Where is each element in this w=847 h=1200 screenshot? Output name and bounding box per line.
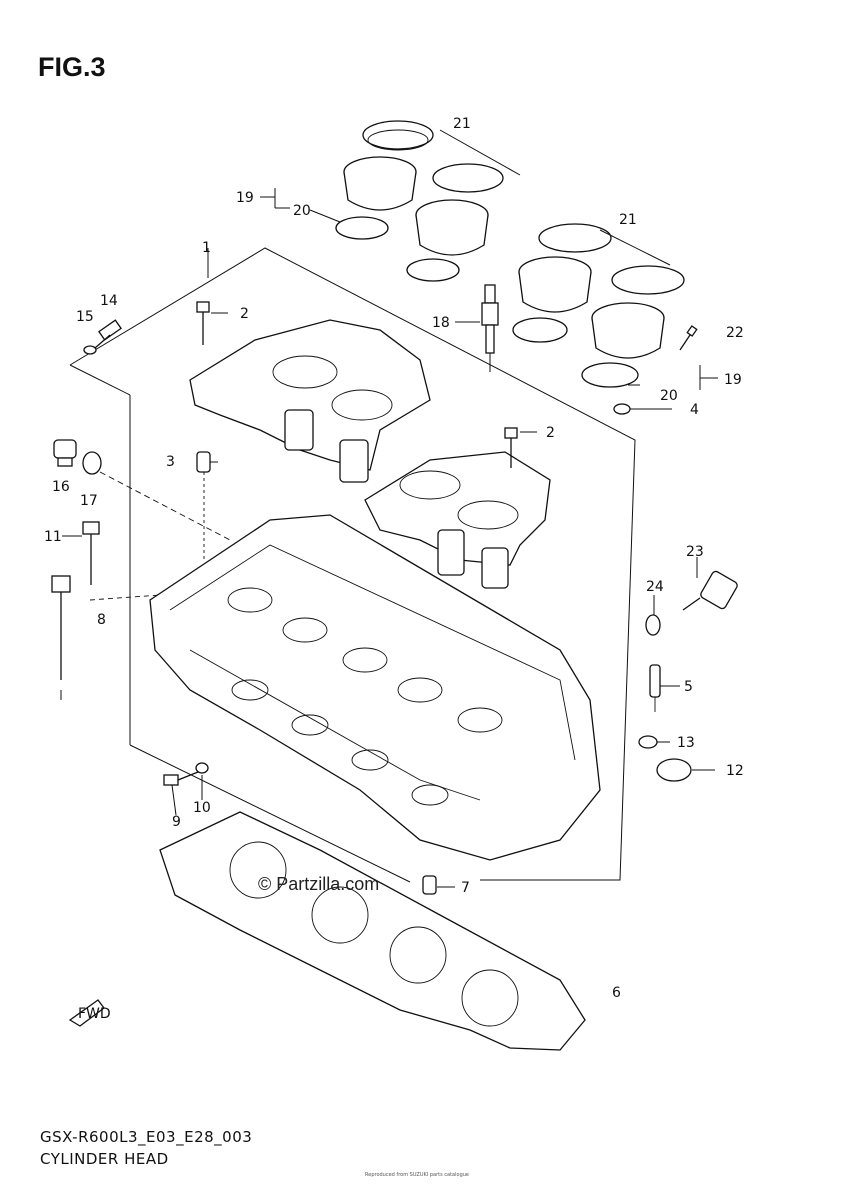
callout-14: 14 — [100, 293, 118, 309]
svg-text:FWD: FWD — [78, 1006, 111, 1022]
callout-2a: 2 — [240, 306, 249, 322]
callout-19b: 19 — [724, 372, 742, 388]
callout-16: 16 — [52, 479, 70, 495]
callout-21a: 21 — [453, 116, 471, 132]
callout-24: 24 — [646, 579, 664, 595]
callout-20a: 20 — [293, 203, 311, 219]
callout-6: 6 — [612, 985, 621, 1001]
callout-10: 10 — [193, 800, 211, 816]
callout-5: 5 — [684, 679, 693, 695]
intake-boot-group-left — [335, 120, 504, 282]
callout-3: 3 — [166, 454, 175, 470]
callout-19a: 19 — [236, 190, 254, 206]
callout-12: 12 — [726, 763, 744, 779]
callout-15: 15 — [76, 309, 94, 325]
callout-13: 13 — [677, 735, 695, 751]
callout-23: 23 — [686, 544, 704, 560]
head-gasket — [159, 811, 586, 1051]
bolts-2 — [196, 301, 518, 468]
washer-4 — [613, 403, 631, 415]
callout-17: 17 — [80, 493, 98, 509]
callout-7: 7 — [461, 880, 470, 896]
section-name: CYLINDER HEAD — [40, 1150, 169, 1168]
callout-labels: 1 2 2 3 4 5 6 7 8 9 10 11 12 13 14 15 16… — [44, 116, 744, 1001]
plug-16-gasket-17 — [53, 439, 231, 541]
callout-2b: 2 — [546, 425, 555, 441]
o-ring-12 — [656, 758, 692, 782]
screw-22 — [679, 325, 698, 351]
bolts-11-8 — [51, 521, 161, 700]
bolt-9-washer-10 — [163, 762, 209, 786]
forward-arrow-icon: FWD — [68, 999, 111, 1027]
leader-lines — [62, 129, 718, 888]
fitting-14-washer-15 — [83, 319, 122, 355]
callout-9: 9 — [172, 814, 181, 830]
assembly-boundary-lines — [69, 247, 636, 883]
temp-sensor-23 — [645, 570, 738, 636]
callout-11: 11 — [44, 529, 62, 545]
intake-boot-group-right — [512, 223, 685, 388]
dowel-7 — [422, 875, 437, 895]
callout-21b: 21 — [619, 212, 637, 228]
watermark-text: © Partzilla.com — [258, 874, 380, 894]
copyright-note: Reproduced from SUZUKI parts catalogue — [365, 1172, 469, 1178]
callout-22: 22 — [726, 325, 744, 341]
spark-plug — [481, 284, 499, 372]
callout-4: 4 — [690, 402, 699, 418]
model-code: GSX-R600L3_E03_E28_003 — [40, 1128, 253, 1146]
figure-title: FIG.3 — [38, 52, 106, 82]
callout-18: 18 — [432, 315, 450, 331]
intake-manifold-right — [364, 451, 551, 589]
o-ring-13 — [638, 735, 658, 749]
dowel-5 — [649, 664, 661, 712]
callout-1: 1 — [202, 240, 211, 256]
cylinder-head — [149, 514, 601, 861]
dowel-3 — [196, 451, 211, 560]
intake-manifold-left — [189, 319, 431, 483]
callout-20b: 20 — [660, 388, 678, 404]
callout-8: 8 — [97, 612, 106, 628]
